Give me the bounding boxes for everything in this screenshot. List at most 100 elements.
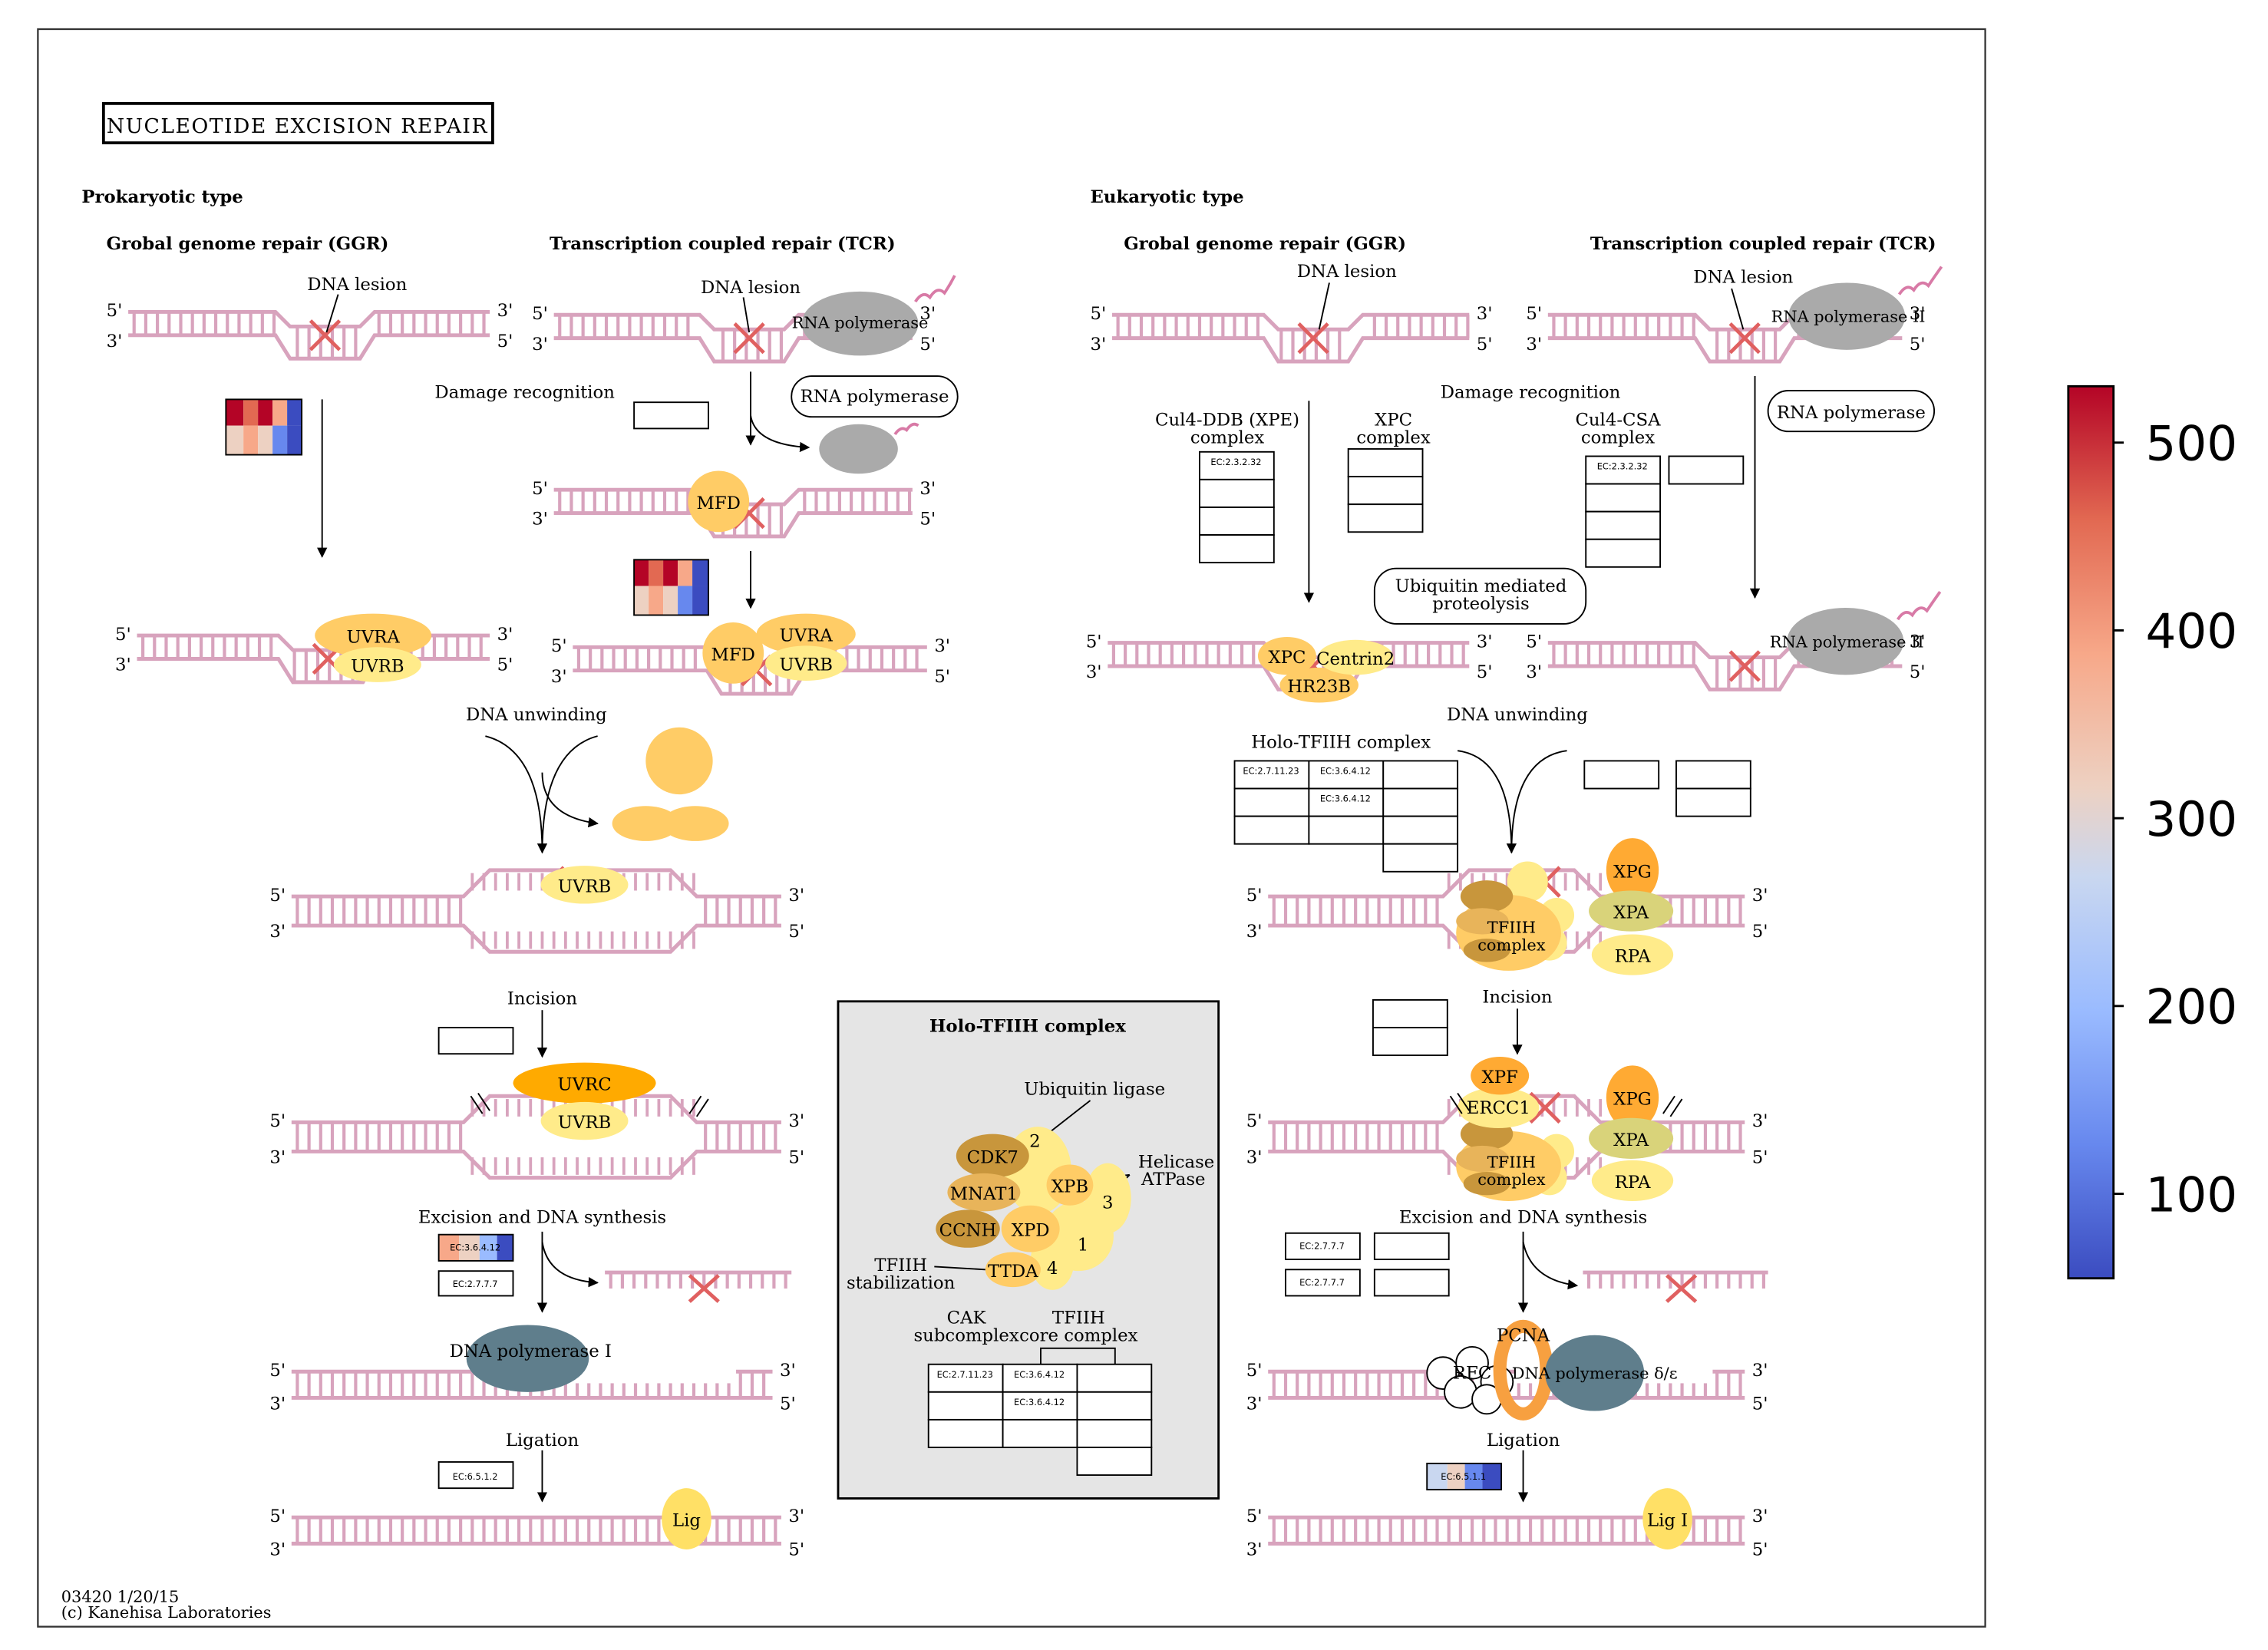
xpg-node[interactable] — [1606, 838, 1659, 903]
dna-pol-i-node[interactable] — [466, 1325, 589, 1392]
svg-text:3': 3' — [107, 332, 123, 351]
ddb-ec-text: EC:2.3.2.32 — [1210, 457, 1261, 467]
svg-text:5': 5' — [1246, 1506, 1263, 1526]
xpa-ec-box[interactable] — [1583, 760, 1660, 790]
rna-pol-map-link-pro[interactable] — [791, 375, 959, 418]
diagram-title: NUCLEOTIDE EXCISION REPAIR — [107, 114, 488, 138]
uvra-node-2[interactable] — [756, 613, 856, 655]
rna-pol-node-pro[interactable] — [801, 291, 919, 356]
rna-pol-ii-node-2[interactable] — [1787, 608, 1904, 675]
inset-ec-helicase-1: EC:3.6.4.12 — [1014, 1369, 1065, 1380]
holo-tfiih-ec-grid-inset[interactable]: EC:2.7.11.23 EC:3.6.4.12 EC:3.6.4.12 — [927, 1363, 1153, 1477]
pol-ec-box-pro[interactable] — [437, 1270, 514, 1297]
copyright: (c) Kanehisa Laboratories — [61, 1603, 272, 1622]
cul4-ddb-label: Cul4-DDB (XPE)complex — [1155, 411, 1299, 448]
xpa-node-2[interactable] — [1589, 1117, 1674, 1159]
holo-tfiih-ec-grid[interactable]: EC:2.7.11.23 EC:3.6.4.12 EC:3.6.4.12 — [1233, 760, 1459, 873]
uvrb-node-open[interactable] — [540, 866, 629, 904]
dna-lesion-pro-ggr: 5'3'3'5' — [107, 301, 513, 361]
mfd-label-2: MFD — [711, 645, 755, 665]
rna-pol-map-label-pro: RNA polymerase — [800, 387, 949, 407]
cul4-csa-ec-grid[interactable]: EC:2.3.2.32 — [1585, 455, 1745, 568]
xpg-node-2[interactable] — [1606, 1065, 1659, 1130]
mnat1-node[interactable] — [947, 1173, 1021, 1212]
xpf-node[interactable] — [1471, 1056, 1530, 1095]
ubiquitin-proteolysis-link[interactable] — [1373, 567, 1587, 625]
hr23b-node[interactable] — [1279, 667, 1358, 703]
pol-ec-box-euk-2[interactable] — [1285, 1269, 1361, 1297]
dna-pol-delta-node[interactable] — [1545, 1335, 1645, 1411]
heatmap-mfd-uvr[interactable] — [633, 559, 709, 616]
lig-ec-text-pro: EC:6.5.1.2 — [453, 1471, 498, 1482]
svg-text:5': 5' — [115, 625, 131, 645]
centrin2-node[interactable] — [1317, 639, 1394, 675]
svg-text:3': 3' — [1086, 662, 1102, 682]
uvrb-node-incision[interactable] — [540, 1101, 629, 1140]
uvra-node[interactable] — [315, 613, 432, 658]
ccnh-node[interactable] — [936, 1209, 1000, 1248]
ttda-node[interactable] — [985, 1252, 1041, 1288]
cdk7-node[interactable] — [956, 1134, 1029, 1178]
pcna-ec-box[interactable] — [1373, 1232, 1450, 1260]
xpf-ec-box-2[interactable] — [1372, 1027, 1448, 1057]
lig1-ec-heat[interactable]: EC:6.5.1.1 — [1426, 1462, 1503, 1491]
svg-text:5': 5' — [1910, 662, 1926, 682]
svg-text:3': 3' — [269, 1148, 286, 1168]
xpf-ec-box-1[interactable] — [1372, 998, 1448, 1028]
cul4-ddb-ec-grid[interactable]: EC:2.3.2.32 — [1199, 450, 1275, 564]
dna-lesion-pro-tcr: 5'3'3'5' — [532, 304, 936, 364]
rna-pol-map-link-euk[interactable] — [1767, 390, 1936, 433]
mfd-ec-box[interactable] — [633, 401, 709, 430]
uvrb-node[interactable] — [333, 647, 421, 682]
xpd-node[interactable] — [1001, 1205, 1060, 1252]
pol-ec-box-euk-1[interactable] — [1285, 1232, 1361, 1260]
rpa-node[interactable] — [1591, 934, 1674, 975]
mfd-node-2[interactable] — [702, 622, 764, 684]
rpa-ec-box-1[interactable] — [1675, 760, 1751, 790]
svg-text:5': 5' — [532, 479, 548, 499]
rfc-ec-box[interactable] — [1373, 1269, 1450, 1297]
svg-text:3': 3' — [1246, 1148, 1263, 1168]
ligation-label-pro: Ligation — [506, 1431, 579, 1450]
damage-recognition-label-euk: Damage recognition — [1441, 383, 1621, 403]
uvrc-ec-box[interactable] — [437, 1027, 514, 1055]
ttda-label: TTDA — [988, 1262, 1038, 1282]
uvrd-ec-heat[interactable]: EC:3.6.4.12 — [437, 1233, 514, 1262]
uvrb-node-2[interactable] — [765, 645, 847, 681]
lig1-node[interactable] — [1642, 1488, 1692, 1549]
rna-pol-map-label-euk: RNA polymerase — [1777, 403, 1926, 423]
uvrd-ec-text: EC:3.6.4.12 — [450, 1242, 500, 1253]
svg-text:5': 5' — [1752, 1540, 1768, 1560]
rfc-complex[interactable]: RFC — [1426, 1345, 1514, 1415]
xpc-ec-grid[interactable] — [1347, 448, 1424, 533]
svg-text:3': 3' — [1752, 1506, 1768, 1526]
lig-node[interactable] — [662, 1488, 711, 1549]
rna-pol-released-pro — [819, 424, 898, 474]
xpc-node[interactable] — [1257, 636, 1316, 675]
pol-ec-text-pro: EC:2.7.7.7 — [453, 1279, 498, 1289]
rpa-ec-box-2[interactable] — [1675, 787, 1751, 817]
pol-ec-text-euk-2: EC:2.7.7.7 — [1299, 1277, 1345, 1288]
xpb-node[interactable] — [1046, 1164, 1094, 1206]
uvrc-node[interactable] — [513, 1062, 656, 1104]
lig-ec-box-pro[interactable] — [437, 1461, 514, 1490]
svg-text:5': 5' — [1091, 304, 1107, 324]
colorbar-tick-label: 100 — [2145, 1167, 2237, 1223]
mfd-node[interactable] — [688, 470, 750, 533]
lesion-label-ggr-pro: DNA lesion — [307, 275, 407, 295]
xpa-node[interactable] — [1589, 890, 1674, 932]
rpa-node-2[interactable] — [1591, 1160, 1674, 1202]
svg-text:3': 3' — [788, 1506, 804, 1526]
svg-text:5': 5' — [919, 335, 936, 355]
svg-text:3': 3' — [788, 886, 804, 906]
heatmap-uvra-uvrb[interactable] — [225, 398, 303, 456]
rna-pol-ii-node[interactable] — [1788, 282, 1906, 350]
